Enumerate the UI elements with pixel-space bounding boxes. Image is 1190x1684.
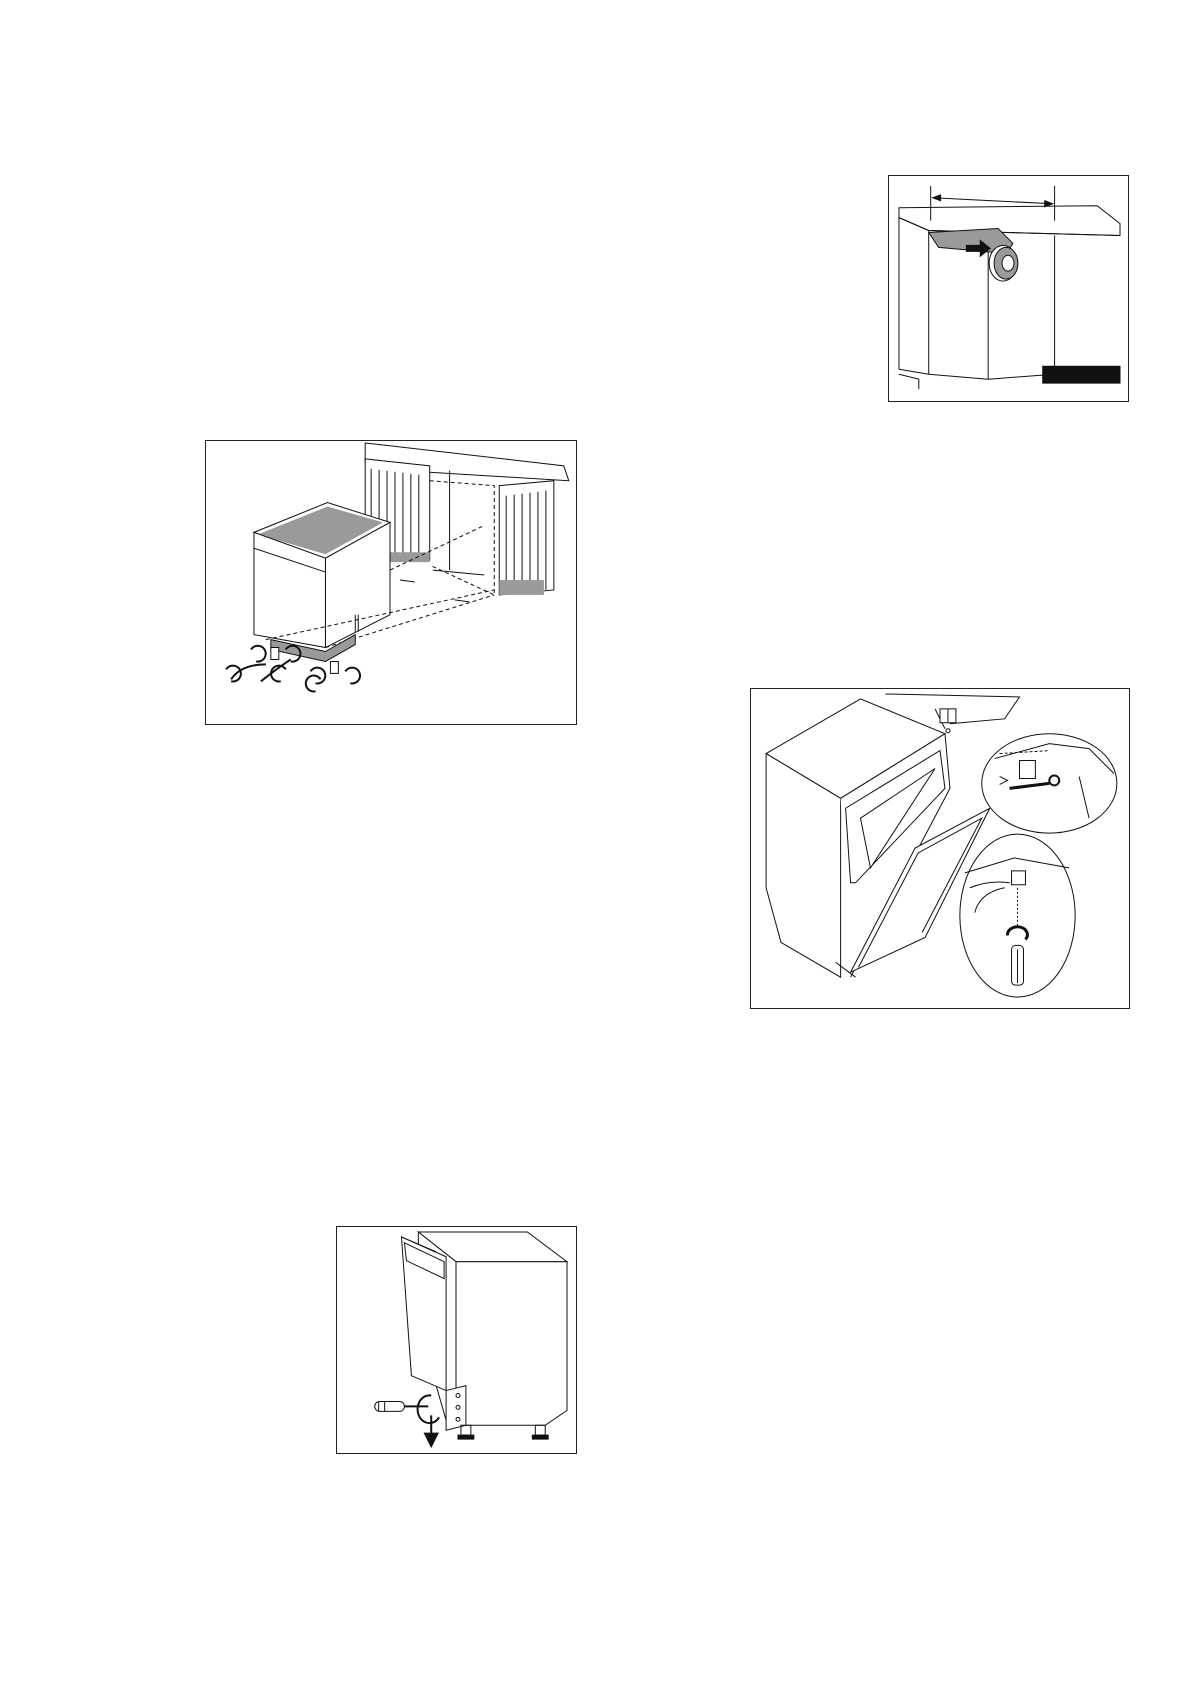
figure-plinth-removal [336, 1226, 577, 1454]
door-fixing-illustration [751, 689, 1129, 1008]
levelling-feet-illustration [206, 441, 576, 724]
plinth-removal-illustration [337, 1227, 576, 1453]
figure-door-fixing [750, 688, 1130, 1009]
figure-levelling-feet [205, 440, 577, 725]
figure-adhesive-tape [888, 175, 1129, 402]
adhesive-tape-illustration [889, 176, 1128, 401]
